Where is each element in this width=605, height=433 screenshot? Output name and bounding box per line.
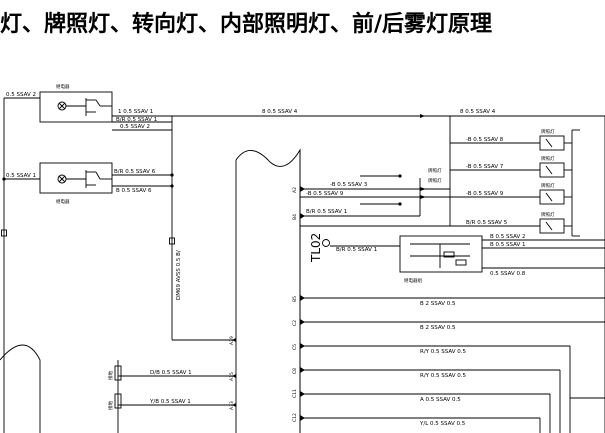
- left-bus-joint1: [2, 177, 6, 181]
- wire-label-lower-relay-right: B/R 0.5 SSAV 6: [114, 169, 156, 175]
- wire-label-top-right: 8 0.5 SSAV 4: [460, 109, 496, 115]
- svg-text:C11: C11: [292, 389, 298, 398]
- wire-label-h2: B 2 SSAV 0.5: [420, 325, 456, 331]
- wire-label-lower-relay-right2: B 0.5 SSAV 6: [116, 188, 152, 194]
- small-relay-res2: [455, 259, 467, 266]
- wire-label-l2: Y/B 0.5 SSAV 1: [149, 399, 191, 405]
- svg-text:A29: A29: [229, 336, 235, 345]
- wire-label-h5: A 0.5 SSAV 0.5: [420, 397, 461, 403]
- wire-label-tl-d: 0.5 SSAV 0.8: [490, 271, 526, 277]
- lamp6-label: 牌照灯: [428, 177, 442, 184]
- tl02-circle: [322, 239, 330, 247]
- lower-relay-label: 继电器: [56, 198, 70, 205]
- svg-text:C8: C8: [292, 368, 298, 374]
- upper-relay-inner5: [95, 99, 101, 107]
- connector-tl02-label: TL02: [309, 233, 323, 263]
- mid-joint1: [170, 173, 174, 177]
- wire-label-tl-a: B/R 0.5 SSAV 1: [336, 247, 377, 253]
- lamp-box-2: 牌照灯: [539, 155, 572, 178]
- svg-text:C2: C2: [292, 320, 298, 326]
- wire-label-tl-b: B 0.5 SSAV 2: [490, 234, 526, 240]
- upper-relay-label: 继电器: [56, 83, 70, 90]
- wire-label-vertical: DM69 AVSS 0.5 B/: [176, 250, 182, 300]
- wire-label-upper-left: 0.5 SSAV 2: [6, 92, 36, 98]
- svg-text:B4: B4: [292, 214, 298, 220]
- arrow-c1: [420, 187, 426, 191]
- left-lower-arc: [0, 344, 41, 433]
- svg-text:A33: A33: [229, 401, 235, 410]
- lamp-box-4: 牌照灯: [539, 211, 572, 234]
- upper-relay-lamp-cross2: [58, 102, 66, 110]
- wire-label-c1: -B 0.5 SSAV 3: [330, 182, 368, 188]
- wire-label-r3: -B 0.5 SSAV 9: [466, 191, 504, 197]
- wire-label-lower-left: 0.5 SSAV 1: [6, 173, 36, 179]
- lamp-box-1: 牌照灯: [539, 128, 572, 151]
- svg-text:A15: A15: [229, 372, 235, 381]
- lamp-conn1: [114, 365, 122, 381]
- lower-relay-inner5: [95, 171, 101, 180]
- page-title: 灯、牌照灯、转向灯、内部照明灯、前/后雾灯原理: [0, 12, 493, 37]
- wire-label-h6: Y/L 0.5 SSAV 0.5: [419, 421, 466, 427]
- top-arrow1: [420, 114, 425, 118]
- wire-label-c2: -B 0.5 SSAV 9: [306, 191, 344, 197]
- wire-label-r1: -B 0.5 SSAV 8: [466, 137, 504, 143]
- svg-text:牌照灯: 牌照灯: [541, 211, 555, 218]
- svg-text:牌照灯: 牌照灯: [541, 128, 555, 135]
- svg-text:B5: B5: [292, 296, 298, 302]
- small-box-label: 继电器组: [404, 277, 422, 284]
- wire-label-c3: B/R 0.5 SSAV 1: [306, 209, 347, 215]
- ecu-pin-labels: A2 B4 B5 C2 C5 C8 C11 C12 A29 A15 A33: [229, 187, 298, 422]
- lower-relay-lamp-cross2: [58, 175, 66, 183]
- pin-dot1: [398, 174, 402, 178]
- wire-label-r4: B/R 0.5 SSAV 5: [466, 220, 508, 226]
- wire-label-top-mid: 8 0.5 SSAV 4: [262, 109, 298, 115]
- ecu-left-pins: [232, 338, 236, 407]
- small-relay-res1: [443, 251, 455, 258]
- mid-connector: [169, 237, 175, 245]
- arrow-c2: [420, 195, 426, 199]
- ecu-pin-arrows: [300, 186, 305, 421]
- wire-label-upper-relay-right2: B/R 0.5 SSAV 1: [116, 117, 157, 123]
- wire-label-upper-relay-right: 1 0.5 SSAV 1: [118, 109, 153, 115]
- wire-label-tl-c: B 0.5 SSAV 1: [490, 242, 526, 248]
- wire-label-r2: -B 0.5 SSAV 7: [466, 164, 504, 170]
- svg-text:C5: C5: [292, 344, 298, 350]
- upper-relay-box: [39, 91, 113, 123]
- lower-relay-box: [39, 162, 113, 194]
- lamp5-label: 牌照灯: [428, 167, 442, 174]
- wire-label-h4: R/Y 0.5 SSAV 0.5: [420, 373, 467, 379]
- left-bus-connector: [1, 229, 7, 237]
- wire-label-l1: D/B 0.5 SSAV 1: [150, 370, 192, 376]
- ecu-outline: [235, 148, 301, 433]
- wire-label-h3: R/Y 0.5 SSAV 0.5: [420, 349, 467, 355]
- small-relay-box: [399, 235, 483, 273]
- lamp-conn2: [114, 393, 122, 409]
- svg-text:牌照灯: 牌照灯: [541, 155, 555, 162]
- wire-label-upper-relay-right3: 0.5 SSAV 2: [120, 124, 150, 130]
- wire-label-h1: B 2 SSAV 0.5: [420, 301, 456, 307]
- mid-joint2: [170, 184, 174, 188]
- lamp-box-3: 牌照灯: [539, 182, 572, 205]
- svg-text:C12: C12: [292, 413, 298, 422]
- svg-text:A2: A2: [292, 187, 298, 193]
- pin-dot2: [398, 202, 402, 206]
- side-label-1: 接地: [107, 371, 114, 380]
- svg-text:牌照灯: 牌照灯: [541, 182, 555, 189]
- side-label-2: 接地: [107, 401, 114, 410]
